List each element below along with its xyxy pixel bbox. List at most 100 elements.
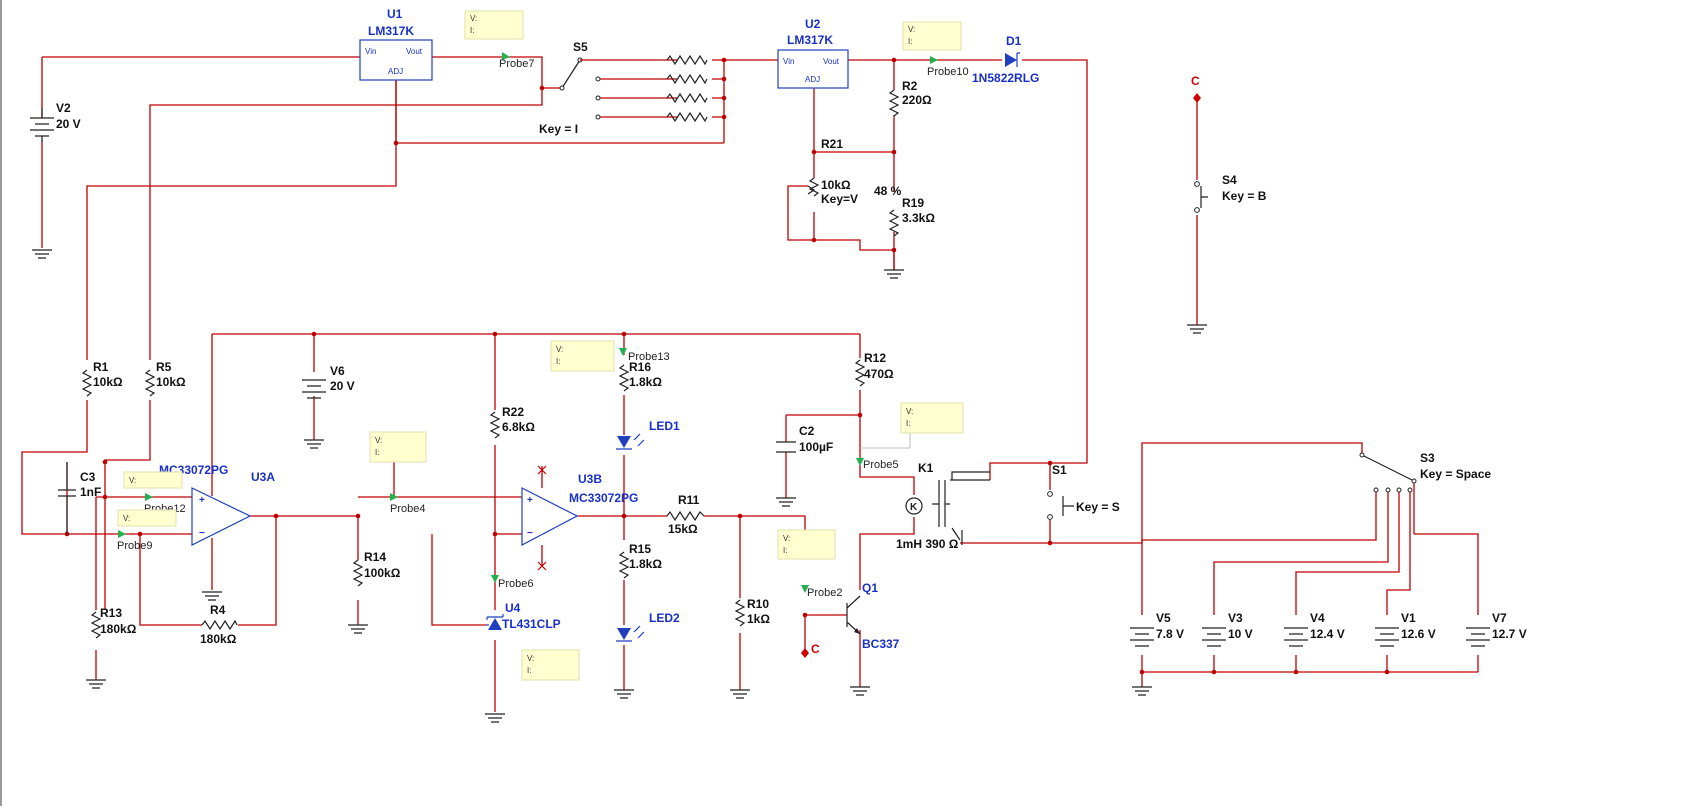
r19-value: 3.3kΩ	[902, 211, 935, 225]
ground-icon	[884, 269, 904, 279]
resistor-r10: R10 1kΩ	[730, 597, 770, 699]
u3b-ref: U3B	[578, 472, 602, 486]
u1-vout: Vout	[406, 47, 423, 56]
v3-ref: V3	[1228, 611, 1243, 625]
potentiometer-r21[interactable]: R21 10kΩ Key=V 48 %	[807, 137, 902, 206]
resistor-r11: R11 15kΩ	[666, 493, 705, 536]
k1-value: 1mH 390 Ω	[896, 537, 959, 551]
probe2[interactable]: V: I: Probe2	[777, 529, 842, 599]
battery-v5: V5 7.8 V	[1130, 611, 1184, 696]
s4-node: C	[1191, 74, 1200, 88]
probe-arrow-icon	[856, 458, 864, 466]
r11-ref: R11	[678, 493, 700, 507]
resistor-r22: R22 6.8kΩ	[489, 405, 535, 439]
probe9[interactable]: V: Probe9	[117, 509, 177, 552]
probe7-label: Probe7	[499, 58, 534, 70]
probe-u4-box[interactable]: V: I:	[521, 649, 580, 681]
resistor-icon	[201, 619, 238, 631]
ground-icon	[776, 497, 796, 507]
resistor-icon	[618, 551, 630, 579]
far-right-wiring	[1141, 481, 1479, 687]
u3b-plus: +	[527, 495, 533, 506]
ground-icon	[730, 689, 750, 699]
zener-icon	[488, 618, 502, 630]
probe10[interactable]: V: I: Probe10	[902, 21, 969, 78]
r22-value: 6.8kΩ	[502, 420, 535, 434]
diode-icon	[1005, 53, 1017, 67]
probe5[interactable]: V: I: Probe5	[856, 402, 964, 471]
probe9-v: V:	[123, 514, 130, 523]
u1-ref: U1	[387, 7, 403, 21]
probe4-label: Probe4	[390, 503, 425, 515]
probe6-label: Probe6	[498, 578, 533, 590]
probe4[interactable]: V: I: Probe4	[369, 431, 427, 515]
r16-value: 1.8kΩ	[629, 375, 662, 389]
probe-arrow-icon	[801, 585, 809, 593]
ground-icon	[202, 591, 222, 601]
probe12[interactable]: V: Probe12	[123, 471, 186, 515]
resistor-r14: R14 100kΩ	[348, 550, 401, 634]
opamp-u3b: + − U3B MC33072PG	[521, 465, 638, 571]
ground-icon	[348, 624, 368, 634]
probe5-v: V:	[906, 407, 913, 416]
led-icon	[617, 628, 631, 640]
d1-part: 1N5822RLG	[972, 71, 1039, 85]
probe13[interactable]: V: I: Probe13	[550, 340, 670, 372]
switch-s3[interactable]: S3 Key = Space	[1359, 451, 1491, 493]
resistor-icon	[666, 54, 708, 66]
probe5-label: Probe5	[863, 459, 898, 471]
probe5-i: I:	[906, 419, 910, 428]
probe10-v: V:	[908, 25, 915, 34]
r14-value: 100kΩ	[364, 566, 401, 580]
r13-value: 180kΩ	[100, 622, 137, 636]
r21-percent: 48 %	[874, 184, 902, 198]
s1-key: Key = S	[1076, 500, 1120, 514]
ground-icon	[850, 686, 870, 696]
v4-value: 12.4 V	[1310, 627, 1345, 641]
resistor-icon	[888, 209, 900, 237]
r1-ref: R1	[93, 360, 109, 374]
switch-s4[interactable]: C S4 Key = B	[1187, 74, 1267, 334]
s3-ref: S3	[1420, 451, 1435, 465]
led2: LED2	[614, 611, 680, 699]
probe4-v: V:	[375, 436, 382, 445]
r13-ref: R13	[100, 606, 122, 620]
v6-value: 20 V	[330, 379, 355, 393]
resistor-r16: R16 1.8kΩ	[618, 360, 662, 392]
c2-ref: C2	[799, 424, 815, 438]
probe7[interactable]: V: I: Probe7	[464, 10, 534, 70]
resistor-r2: R2 220Ω	[888, 79, 932, 117]
regulator-u1: U1 LM317K Vin Vout ADJ	[359, 7, 433, 81]
ground-icon	[1187, 324, 1207, 334]
r16-ref: R16	[629, 360, 651, 374]
k1-ref: K1	[918, 461, 934, 475]
u4-part: TL431CLP	[502, 617, 561, 631]
right-dots	[802, 412, 1053, 618]
r14-ref: R14	[364, 550, 386, 564]
resistor-icon	[618, 364, 630, 392]
resistor-icon	[854, 359, 866, 387]
led1-ref: LED1	[649, 419, 680, 433]
probe6[interactable]: Probe6	[491, 575, 533, 590]
c3-ref: C3	[80, 470, 96, 484]
probe-arrow-icon	[145, 493, 153, 501]
probe2-v: V:	[783, 534, 790, 543]
v5-ref: V5	[1156, 611, 1171, 625]
resistor-icon	[666, 510, 705, 522]
u1-part: LM317K	[368, 24, 414, 38]
switch-s5[interactable]: S5 Key = I	[539, 40, 708, 136]
switch-s1[interactable]: S1 Key = S	[1047, 463, 1120, 520]
battery-v3: V3 10 V	[1202, 611, 1253, 647]
v7-ref: V7	[1492, 611, 1507, 625]
v5-value: 7.8 V	[1156, 627, 1184, 641]
v6-ref: V6	[330, 364, 345, 378]
resistor-icon	[888, 89, 900, 117]
r5-ref: R5	[156, 360, 172, 374]
relay-k1: K K1 1mH 390 Ω	[896, 461, 990, 551]
capacitor-c2: C2 100µF	[776, 424, 833, 507]
probe-arrow-icon	[390, 493, 398, 501]
probe2-label: Probe2	[807, 587, 842, 599]
ground-icon	[86, 679, 106, 689]
right-wiring	[785, 334, 1363, 687]
